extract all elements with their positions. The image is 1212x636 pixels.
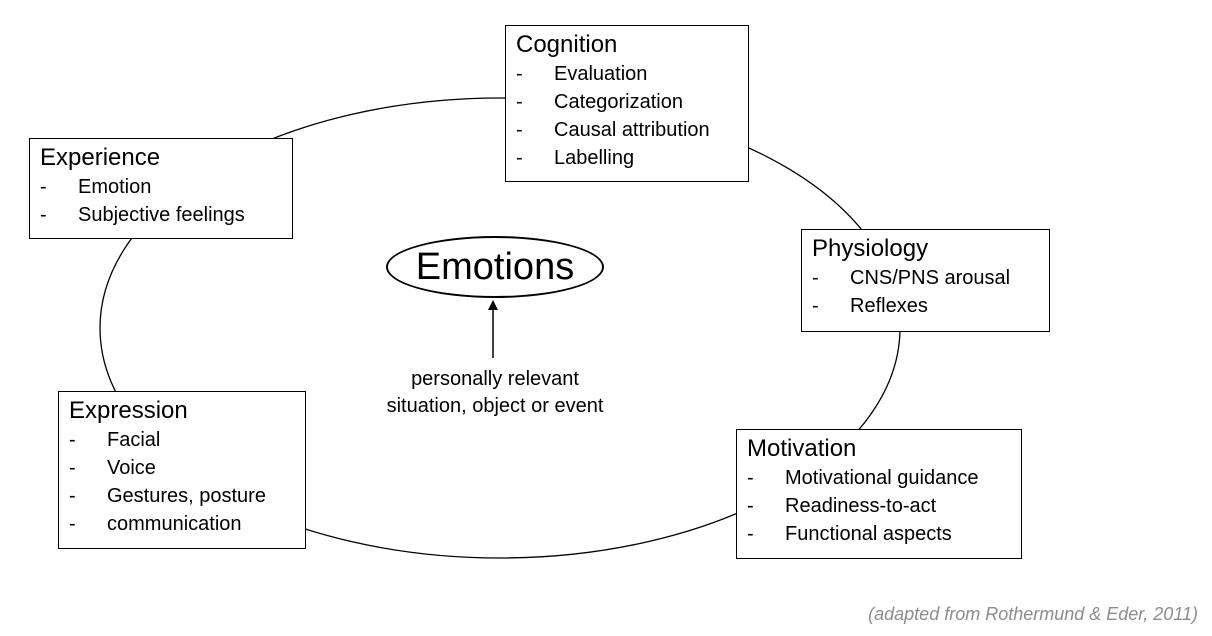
component-box-physiology: Physiology CNS/PNS arousal Reflexes	[801, 229, 1050, 332]
component-title: Cognition	[516, 31, 618, 58]
component-box-expression: Expression Facial Voice Gestures, postur…	[58, 391, 306, 549]
list-item: Labelling	[516, 144, 738, 172]
trigger-arrowhead	[488, 300, 498, 310]
list-item: Gestures, posture	[69, 482, 295, 510]
component-box-cognition: Cognition Evaluation Categorization Caus…	[505, 25, 749, 182]
center-node: Emotions	[386, 236, 604, 298]
list-item: Categorization	[516, 88, 738, 116]
component-box-experience: Experience Emotion Subjective feelings	[29, 138, 293, 239]
list-item: Emotion	[40, 173, 282, 201]
list-item: Motivational guidance	[747, 464, 1011, 492]
list-item: Functional aspects	[747, 520, 1011, 548]
trigger-caption: personally relevant situation, object or…	[360, 366, 630, 420]
component-list: Motivational guidance Readiness-to-act F…	[747, 464, 1011, 548]
trigger-line: situation, object or event	[386, 395, 604, 417]
list-item: Evaluation	[516, 60, 738, 88]
component-box-motivation: Motivation Motivational guidance Readine…	[736, 429, 1022, 559]
list-item: communication	[69, 510, 295, 538]
list-item: Facial	[69, 426, 295, 454]
trigger-line: personally relevant	[411, 368, 579, 390]
list-item: Voice	[69, 454, 295, 482]
list-item: Readiness-to-act	[747, 492, 1011, 520]
list-item: Causal attribution	[516, 116, 738, 144]
component-title: Motivation	[747, 435, 857, 462]
center-label: Emotions	[415, 246, 575, 288]
list-item: Subjective feelings	[40, 201, 282, 229]
component-list: Facial Voice Gestures, posture communica…	[69, 426, 295, 538]
component-list: CNS/PNS arousal Reflexes	[812, 264, 1039, 320]
citation: (adapted from Rothermund & Eder, 2011)	[868, 604, 1198, 624]
list-item: CNS/PNS arousal	[812, 264, 1039, 292]
component-title: Physiology	[812, 235, 929, 262]
component-title: Experience	[40, 144, 161, 171]
component-list: Evaluation Categorization Causal attribu…	[516, 60, 738, 172]
list-item: Reflexes	[812, 292, 1039, 320]
component-title: Expression	[69, 397, 188, 424]
component-list: Emotion Subjective feelings	[40, 173, 282, 229]
